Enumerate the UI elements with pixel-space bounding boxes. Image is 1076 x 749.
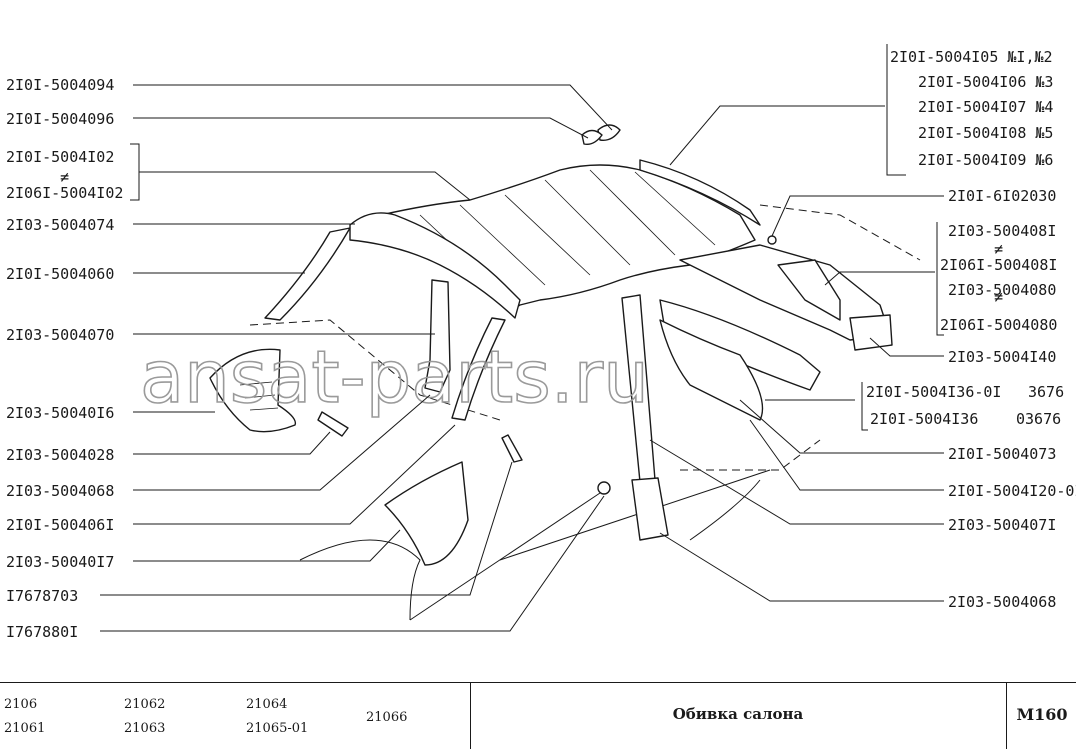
part-label: I7678703 xyxy=(6,587,78,605)
model-code: 2106 xyxy=(4,697,38,712)
part-label: 2I03-5004028 xyxy=(6,446,114,464)
parts-diagram: ansat-parts.ru ≠ ≠ ≠ xyxy=(6,44,1076,641)
divider xyxy=(470,683,471,749)
part-label: 2I0I-5004I20-0I xyxy=(948,482,1076,500)
model-code: 21065-01 xyxy=(246,721,309,736)
labels-left: 2I0I-5004094 2I0I-5004096 2I0I-5004I02 2… xyxy=(6,76,123,641)
page-code: M160 xyxy=(1016,705,1068,724)
part-label: 03676 xyxy=(1016,410,1061,428)
clip-17678801 xyxy=(597,481,611,495)
part-label: 2I0I-5004I07 №4 xyxy=(918,98,1053,116)
a-pillar-trim xyxy=(264,227,351,321)
part-label: 2I06I-5004080 xyxy=(940,316,1057,334)
neq-symbol: ≠ xyxy=(994,288,1003,306)
front-header-trim xyxy=(349,212,521,319)
quarter-trim xyxy=(659,319,764,421)
part-label: 2I03-5004068 xyxy=(948,593,1056,611)
clip-5004096 xyxy=(581,129,603,145)
part-label: 2I03-5004070 xyxy=(6,326,114,344)
part-label: 2I06I-500408I xyxy=(940,256,1057,274)
part-label: 2I0I-500406I xyxy=(6,516,114,534)
part-label: 2I03-5004080 xyxy=(948,281,1056,299)
neq-symbol: ≠ xyxy=(994,240,1003,258)
kick-panel xyxy=(209,348,297,433)
part-label: 2I0I-5004073 xyxy=(948,445,1056,463)
part-label: 3676 xyxy=(1028,383,1064,401)
part-label: 2I0I-5004096 xyxy=(6,110,114,128)
part-label: 2I0I-5004I05 №I,№2 xyxy=(890,48,1053,66)
neq-symbol: ≠ xyxy=(60,168,69,186)
clip-5004094 xyxy=(597,124,621,141)
footer-table: 2106 21061 21062 21063 21064 21065-01 21… xyxy=(0,682,1076,749)
part-label: 2I0I-5004I02 xyxy=(6,148,114,166)
watermark: ansat-parts.ru xyxy=(140,335,649,419)
part-label: 2I0I-5004I08 №5 xyxy=(918,124,1053,142)
model-code: 21063 xyxy=(124,721,166,736)
center-pillar-upper xyxy=(424,279,451,393)
rear-header-strip xyxy=(639,159,761,226)
part-label: 2I0I-5004I36 xyxy=(870,410,978,428)
divider xyxy=(1006,683,1007,749)
model-code: 21064 xyxy=(246,697,288,712)
clip-6102030 xyxy=(767,235,777,245)
leader-lines xyxy=(100,44,944,632)
screw-17678703 xyxy=(501,434,523,463)
part-label: 2I03-5004074 xyxy=(6,216,114,234)
model-code: 21061 xyxy=(4,721,46,736)
part-label: 2I06I-5004I02 xyxy=(6,184,123,202)
labels-right: 2I0I-5004I05 №I,№2 2I0I-5004I06 №3 2I0I-… xyxy=(866,48,1076,611)
part-label: 2I03-500408I xyxy=(948,222,1056,240)
part-label: 2I03-50040I6 xyxy=(6,404,114,422)
b-pillar-lower xyxy=(631,477,669,541)
group-brackets: ≠ ≠ ≠ xyxy=(60,143,1003,306)
model-code: 21066 xyxy=(366,710,408,725)
page-title: Обивка салона xyxy=(672,705,804,723)
part-label: 2I0I-6I02030 xyxy=(948,187,1056,205)
part-label: 2I03-5004068 xyxy=(6,482,114,500)
part-label: 2I0I-5004I06 №3 xyxy=(918,73,1053,91)
part-label: 2I0I-5004I09 №6 xyxy=(918,151,1053,169)
screw-5004028 xyxy=(317,411,349,437)
part-label: 2I03-5004I40 xyxy=(948,348,1056,366)
shelf-support xyxy=(849,314,893,351)
part-label: 2I0I-5004I36-0I xyxy=(866,383,1001,401)
part-label: 2I0I-5004094 xyxy=(6,76,114,94)
model-code: 21062 xyxy=(124,697,166,712)
part-label: 2I0I-5004060 xyxy=(6,265,114,283)
shelf-extension xyxy=(777,259,841,321)
part-label: I767880I xyxy=(6,623,78,641)
rear-pillar-lower-panel xyxy=(384,461,469,566)
part-label: 2I03-500407I xyxy=(948,516,1056,534)
center-pillar-trim xyxy=(451,317,506,421)
part-label: 2I03-50040I7 xyxy=(6,553,114,571)
parts-illustration xyxy=(209,124,921,621)
